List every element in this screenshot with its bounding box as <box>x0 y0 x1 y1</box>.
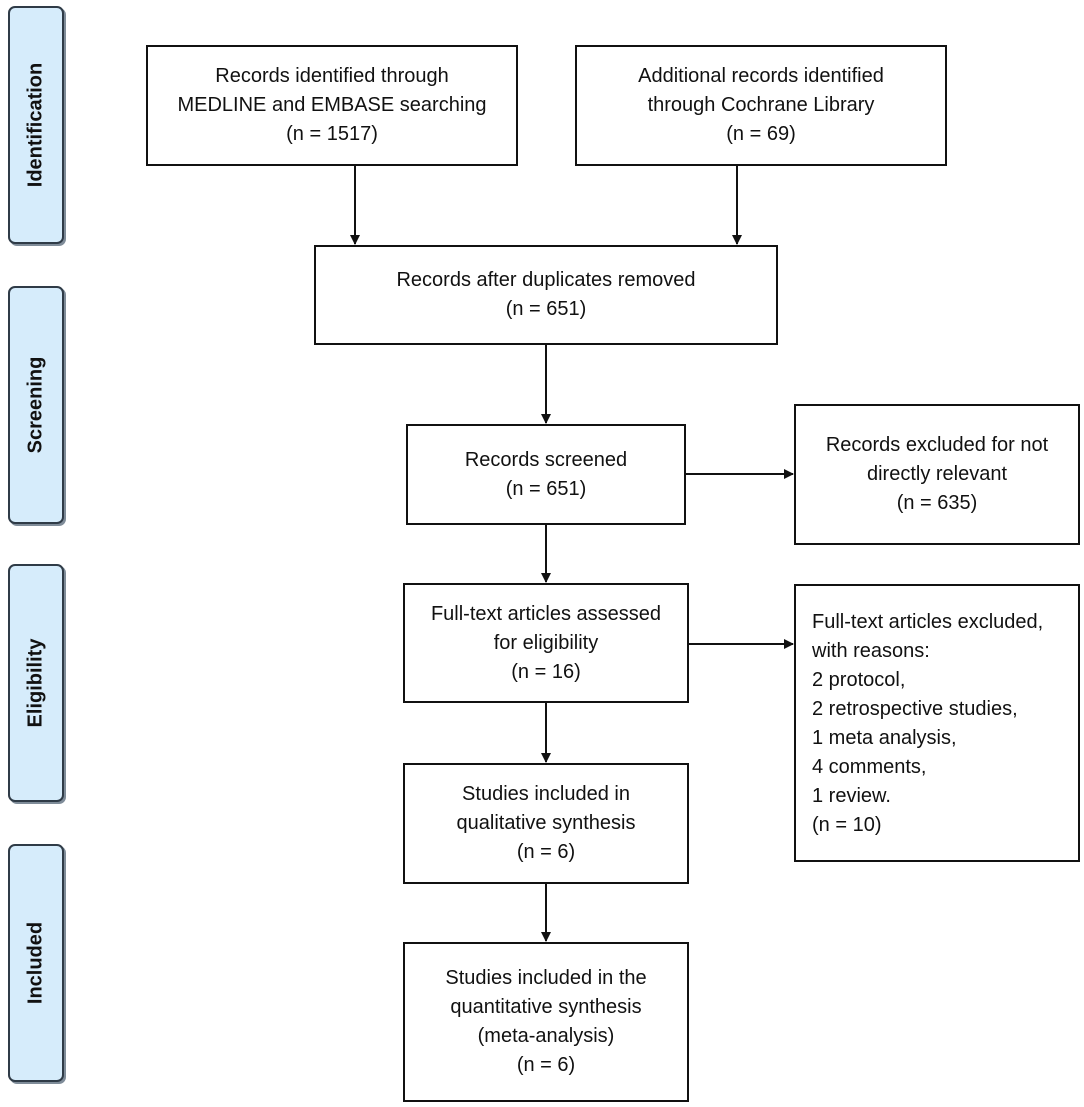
box-records-excluded: Records excluded for not directly releva… <box>794 404 1080 545</box>
box-line: for eligibility <box>493 631 599 654</box>
box-line: Full-text articles excluded, <box>812 611 1044 633</box>
box-line: Records after duplicates removed <box>396 269 696 291</box>
box-line: (n = 16) <box>511 660 581 683</box>
box-line: (n = 651) <box>505 298 587 320</box>
stage-screening: Screening <box>8 286 64 524</box>
box-fulltext-excluded: Full-text articles excluded, with reason… <box>794 584 1080 862</box>
box-line: 2 protocol, <box>812 669 906 691</box>
box-line: qualitative synthesis <box>456 812 636 834</box>
box-line: Records identified through <box>215 65 449 87</box>
box-line: 1 review. <box>812 785 891 807</box>
box-qualitative-synthesis: Studies included in qualitative synthesi… <box>403 763 689 884</box>
box-line: Studies included in <box>462 783 630 805</box>
box-line: Records screened <box>464 448 628 471</box>
box-line: (n = 6) <box>516 1054 576 1076</box>
box-line: (n = 69) <box>726 123 796 145</box>
box-line: (n = 1517) <box>286 123 378 145</box>
stage-identification: Identification <box>8 6 64 244</box>
box-line: Full-text articles assessed <box>430 602 662 625</box>
stage-included: Included <box>8 844 64 1082</box>
box-line: (n = 651) <box>505 477 587 500</box>
box-line: Studies included in the <box>445 967 647 989</box>
box-line: Additional records identified <box>638 65 884 87</box>
stage-eligibility: Eligibility <box>8 564 64 802</box>
box-records-screened: Records screened (n = 651) <box>406 424 686 525</box>
box-line: (n = 635) <box>896 492 978 514</box>
box-line: through Cochrane Library <box>647 94 875 116</box>
box-line: (n = 6) <box>516 841 576 863</box>
box-line: (meta-analysis) <box>477 1025 615 1047</box>
box-line: MEDLINE and EMBASE searching <box>177 94 487 116</box>
box-fulltext-assessed: Full-text articles assessed for eligibil… <box>403 583 689 703</box>
box-line: 2 retrospective studies, <box>812 698 1018 720</box>
box-line: with reasons: <box>812 640 930 662</box>
box-line: (n = 10) <box>812 814 882 836</box>
box-line: 4 comments, <box>812 756 927 778</box>
box-line: Records excluded for not <box>825 434 1049 456</box>
box-cochrane-records: Additional records identified through Co… <box>575 45 947 166</box>
box-medline-records: Records identified through MEDLINE and E… <box>146 45 518 166</box>
box-line: quantitative synthesis <box>450 996 642 1018</box>
box-quantitative-synthesis: Studies included in the quantitative syn… <box>403 942 689 1102</box>
box-line: 1 meta analysis, <box>812 727 957 749</box>
box-duplicates-removed: Records after duplicates removed (n = 65… <box>314 245 778 345</box>
box-line: directly relevant <box>866 463 1008 485</box>
